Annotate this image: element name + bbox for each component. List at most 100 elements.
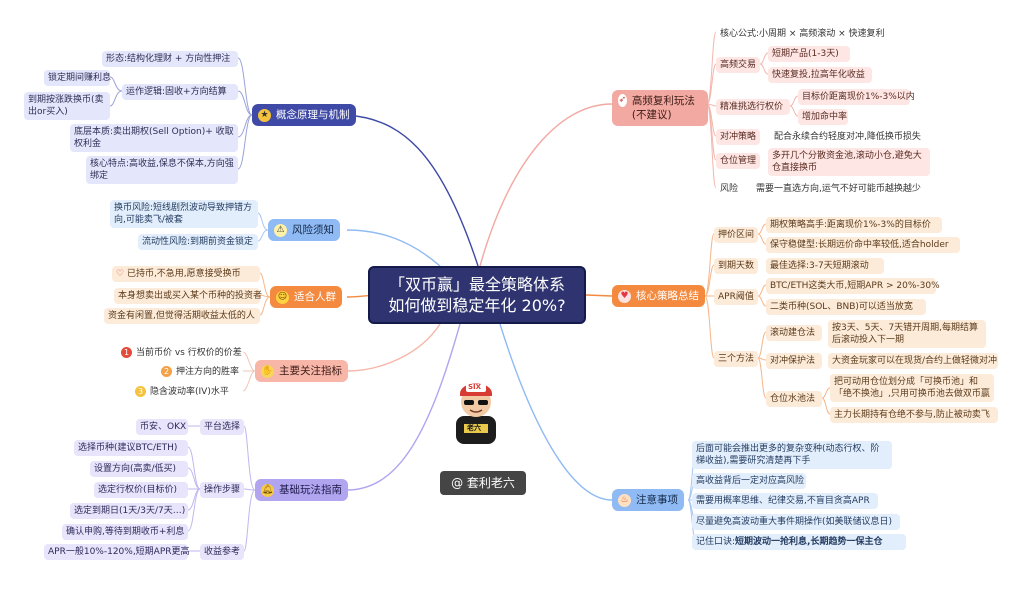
notes-item-2[interactable]: 高收益背后一定对应高风险 bbox=[692, 473, 806, 489]
strategy-strike[interactable]: 押价区间 bbox=[714, 227, 758, 243]
guide-platform-sub[interactable]: 币安、OKX bbox=[136, 419, 188, 435]
branch-notes-title: 注意事项 bbox=[636, 494, 678, 506]
compound-hf[interactable]: 高频交易 bbox=[716, 57, 760, 73]
compound-hedge[interactable]: 对冲策略 bbox=[716, 129, 760, 145]
central-topic[interactable]: 「双币赢」最全策略体系 如何做到稳定年化 20%? bbox=[368, 266, 586, 324]
branch-strategy[interactable]: ♥ 核心策略总结 bbox=[612, 285, 705, 307]
indicator-item-2: 2 押注方向的胜率 bbox=[157, 364, 243, 380]
concept-logic-sub-2[interactable]: 到期按涨跌换币(卖出or买入) bbox=[24, 92, 110, 120]
shirt-label-bg bbox=[464, 424, 488, 433]
heart-icon: ♥ bbox=[618, 289, 631, 303]
branch-guide-title: 基础玩法指南 bbox=[279, 484, 342, 496]
audience-item-1[interactable]: ♡ 已持币,不急用,愿意接受换币 bbox=[112, 266, 260, 282]
guide-yield[interactable]: 收益参考 bbox=[200, 544, 244, 560]
audience-item-1-text: 已持币,不急用,愿意接受换币 bbox=[126, 269, 241, 279]
avatar: SIX 老六 bbox=[446, 374, 506, 444]
compound-position-sub[interactable]: 多开几个分散资金池,滚动小仓,避免大仓直接换币 bbox=[768, 148, 930, 176]
indicator-item-1-text: 当前币价 vs 行权价的价差 bbox=[136, 348, 242, 358]
fire-icon: ♨ bbox=[618, 493, 631, 507]
warning-icon: ⚠ bbox=[274, 223, 287, 237]
notes-item-1[interactable]: 后面可能会推出更多的复杂变种(动态行权、阶梯收益),需要研究清楚再下手 bbox=[692, 441, 892, 469]
strategy-hedge-sub[interactable]: 大资金玩家可以在现货/合约上做轻微对冲 bbox=[828, 353, 998, 369]
guide-steps[interactable]: 操作步骤 bbox=[200, 482, 244, 498]
concept-core[interactable]: 核心特点:高收益,保息不保本,方向强绑定 bbox=[86, 156, 238, 184]
compound-strike-sub-1[interactable]: 目标价距离现价1%-3%以内 bbox=[798, 89, 915, 105]
compound-risk-sub: 需要一直选方向,运气不好可能币越换越少 bbox=[756, 184, 921, 194]
shirt-text: 老六 bbox=[467, 424, 481, 432]
concept-logic-sub-1[interactable]: 锁定期间赚利息 bbox=[44, 70, 111, 86]
guide-platform[interactable]: 平台选择 bbox=[200, 419, 244, 435]
branch-strategy-title: 核心策略总结 bbox=[636, 290, 699, 302]
central-title-line1: 「双币赢」最全策略体系 bbox=[388, 275, 565, 294]
strategy-rolling-sub[interactable]: 按3天、5天、7天错开周期,每期结算后滚动投入下一期 bbox=[828, 320, 986, 348]
guide-step-3[interactable]: 选定行权价(目标价) bbox=[94, 482, 188, 498]
concept-essence[interactable]: 底层本质:卖出期权(Sell Option)+ 收取权利金 bbox=[70, 124, 238, 152]
indicator-item-2-text: 押注方向的胜率 bbox=[176, 367, 240, 377]
compound-strike[interactable]: 精准挑选行权价 bbox=[716, 99, 790, 115]
compound-hf-sub-1[interactable]: 短期产品(1-3天) bbox=[768, 46, 850, 62]
strategy-pool[interactable]: 仓位水池法 bbox=[766, 391, 822, 407]
bell-icon: 🔔︎ bbox=[261, 483, 274, 497]
indicator-item-3-text: 隐含波动率(IV)水平 bbox=[150, 387, 229, 397]
risk-item-1[interactable]: 换币风险:短线剧烈波动导致押错方向,可能卖飞/被套 bbox=[110, 200, 258, 228]
strategy-pool-sub-2[interactable]: 主力长期持有仓绝不参与,防止被动卖飞 bbox=[830, 407, 998, 423]
guide-step-1[interactable]: 选择币种(建议BTC/ETH) bbox=[74, 440, 188, 456]
strategy-apr-sub-2[interactable]: 二类币种(SOL、BNB)可以适当放宽 bbox=[766, 299, 926, 315]
strategy-hedge[interactable]: 对冲保护法 bbox=[766, 353, 822, 369]
strategy-pool-sub-1[interactable]: 把可动用仓位划分成「可换币池」和「绝不换池」,只用可换币池去做双币赢 bbox=[830, 374, 994, 402]
cap-text: SIX bbox=[468, 383, 482, 391]
strategy-apr[interactable]: APR阈值 bbox=[714, 289, 758, 305]
branch-compound-title: 高频复利玩法(不建议) bbox=[631, 95, 695, 121]
strategy-strike-sub-2[interactable]: 保守稳健型:长期远价命中率较低,适合holder bbox=[766, 237, 960, 253]
notes-item-3[interactable]: 需要用概率思维、纪律交易,不盲目贪高APR bbox=[692, 493, 878, 509]
number-2-icon: 2 bbox=[161, 366, 172, 377]
guide-step-5[interactable]: 确认申购,等待到期收币+利息 bbox=[62, 524, 188, 540]
strategy-strike-sub-1[interactable]: 期权策略高手:距离现价1%-3%的目标价 bbox=[766, 217, 942, 233]
guide-step-2[interactable]: 设置方向(高卖/低买) bbox=[90, 461, 188, 477]
strategy-apr-sub-1[interactable]: BTC/ETH这类大币,短期APR > 20%-30% bbox=[766, 278, 940, 294]
guide-step-4[interactable]: 选定到期日(1天/3天/7天…) bbox=[70, 503, 188, 519]
compound-risk: 风险 bbox=[720, 184, 739, 194]
branch-indicators-title: 主要关注指标 bbox=[279, 365, 342, 377]
compound-strike-sub-2[interactable]: 增加命中率 bbox=[798, 109, 848, 125]
branch-risk-title: 风险须知 bbox=[292, 224, 334, 236]
audience-item-3[interactable]: 资金有闲置,但觉得活期收益太低的人 bbox=[104, 308, 260, 324]
branch-guide[interactable]: 🔔︎ 基础玩法指南 bbox=[255, 479, 348, 501]
guide-yield-sub[interactable]: APR一般10%-120%,短期APR更高 bbox=[44, 544, 190, 560]
heart-icon: ♡ bbox=[116, 269, 127, 279]
strategy-days[interactable]: 到期天数 bbox=[714, 258, 758, 274]
number-1-icon: 1 bbox=[121, 347, 132, 358]
indicator-item-3: 3 隐含波动率(IV)水平 bbox=[131, 384, 243, 400]
compound-hedge-sub: 配合永续合约轻度对冲,降低换币损失 bbox=[774, 132, 921, 142]
branch-notes[interactable]: ♨ 注意事项 bbox=[612, 489, 684, 511]
branch-audience-title: 适合人群 bbox=[294, 291, 336, 303]
notes-motto[interactable]: 记住口诀:短期波动一抢利息,长期趋势一保主仓 bbox=[692, 534, 906, 550]
smile-icon: ☺ bbox=[276, 290, 289, 304]
notes-motto-text: 短期波动一抢利息,长期趋势一保主仓 bbox=[735, 537, 883, 547]
branch-compound[interactable]: ➶ 高频复利玩法(不建议) bbox=[612, 90, 708, 126]
rocket-icon: ➶ bbox=[618, 94, 627, 107]
notes-motto-label: 记住口诀: bbox=[696, 537, 736, 547]
star-icon: ★ bbox=[258, 108, 271, 122]
strategy-three[interactable]: 三个方法 bbox=[714, 351, 758, 367]
branch-risk[interactable]: ⚠ 风险须知 bbox=[268, 219, 340, 241]
compound-hf-sub-2[interactable]: 快速复投,拉高年化收益 bbox=[768, 67, 872, 83]
audience-item-2[interactable]: 本身想卖出或买入某个币种的投资者 bbox=[114, 288, 262, 304]
risk-item-2[interactable]: 流动性风险:到期前资金锁定 bbox=[138, 234, 258, 250]
branch-concept-title: 概念原理与机制 bbox=[276, 109, 350, 121]
number-3-icon: 3 bbox=[135, 386, 146, 397]
concept-form[interactable]: 形态:结构化理财 + 方向性押注 bbox=[102, 51, 238, 67]
concept-logic[interactable]: 运作逻辑:固收+方向结算 bbox=[122, 84, 238, 100]
hands-icon: ✋ bbox=[261, 364, 274, 378]
author-badge[interactable]: @ 套利老六 bbox=[440, 471, 526, 495]
notes-item-4[interactable]: 尽量避免高波动重大事件期操作(如美联储议息日) bbox=[692, 514, 900, 530]
branch-indicators[interactable]: ✋ 主要关注指标 bbox=[255, 360, 348, 382]
strategy-days-sub[interactable]: 最佳选择:3-7天短期滚动 bbox=[766, 258, 884, 274]
branch-concept[interactable]: ★ 概念原理与机制 bbox=[252, 104, 356, 126]
indicator-item-1: 1 当前币价 vs 行权价的价差 bbox=[117, 345, 243, 361]
compound-formula: 核心公式:小周期 × 高频滚动 × 快速复利 bbox=[720, 29, 885, 39]
strategy-rolling[interactable]: 滚动建仓法 bbox=[766, 325, 822, 341]
branch-audience[interactable]: ☺ 适合人群 bbox=[270, 286, 342, 308]
compound-position[interactable]: 仓位管理 bbox=[716, 153, 760, 169]
